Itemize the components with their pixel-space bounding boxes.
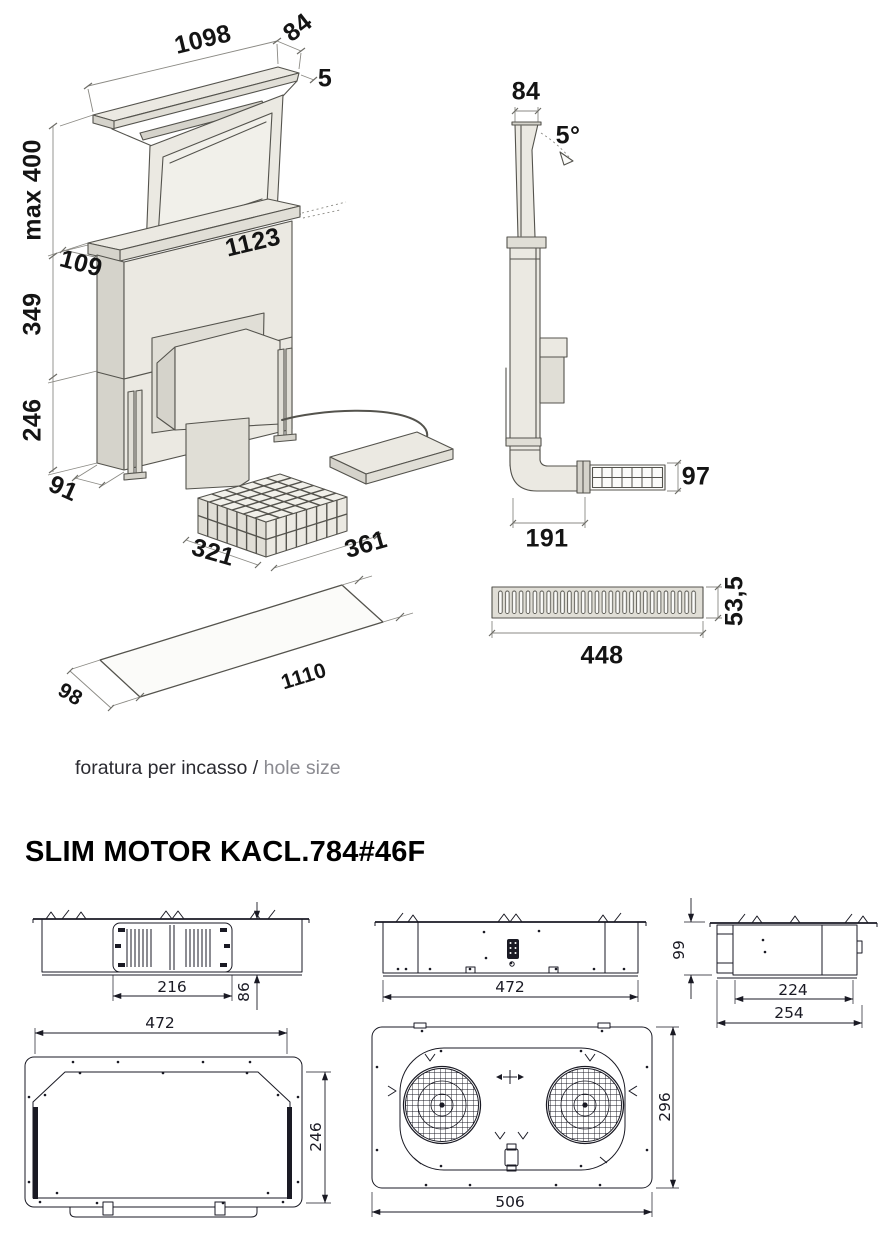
dim-outlet-height: 97 <box>681 462 711 491</box>
dim-lower-height: 246 <box>18 398 47 442</box>
dim-motor-outlet-height: 86 <box>235 982 253 1002</box>
caption-italian: foratura per incasso <box>75 757 248 779</box>
caption-english: hole size <box>263 757 341 779</box>
dim-tilt-angle: 5° <box>555 121 581 150</box>
dim-motor-outlet-width: 216 <box>157 978 187 996</box>
dim-motor-top-width: 472 <box>495 978 525 996</box>
hole-size-view <box>66 575 414 712</box>
motor-top-view <box>374 912 647 1002</box>
dim-upper-height: 349 <box>18 292 47 336</box>
outlet-grille-view <box>488 583 722 638</box>
dim-motor-body-depth: 224 <box>778 981 808 999</box>
fan-left <box>402 1065 482 1145</box>
fan-right <box>545 1065 625 1145</box>
motor-side-view <box>684 898 878 1028</box>
dim-motor-height: 99 <box>670 940 688 960</box>
motor-plate-view <box>24 1028 331 1218</box>
dim-plate-height: 246 <box>307 1122 325 1152</box>
hood-side-view <box>505 107 682 528</box>
dim-outlet-depth: 191 <box>525 524 569 553</box>
motor-model-heading: SLIM MOTOR KACL.784#46F <box>25 836 426 868</box>
dim-bottom-width: 506 <box>495 1193 525 1211</box>
dim-chimney-top-width: 84 <box>511 77 541 106</box>
hole-size-caption: foratura per incasso / hole size <box>75 757 341 780</box>
caption-separator: / <box>252 757 259 779</box>
motor-bottom-view <box>371 1022 679 1217</box>
dim-lift-height: max 400 <box>18 139 47 241</box>
dim-bottom-height: 296 <box>656 1092 674 1122</box>
dim-plate-width: 472 <box>145 1014 175 1032</box>
dim-grille-height: 53,5 <box>720 575 749 627</box>
hood-isometric-view <box>47 37 454 572</box>
motor-front-view <box>32 902 310 1010</box>
dim-grille-width: 448 <box>580 641 624 670</box>
dim-glass-thickness: 5 <box>317 64 333 93</box>
dim-motor-total-depth: 254 <box>774 1004 804 1022</box>
